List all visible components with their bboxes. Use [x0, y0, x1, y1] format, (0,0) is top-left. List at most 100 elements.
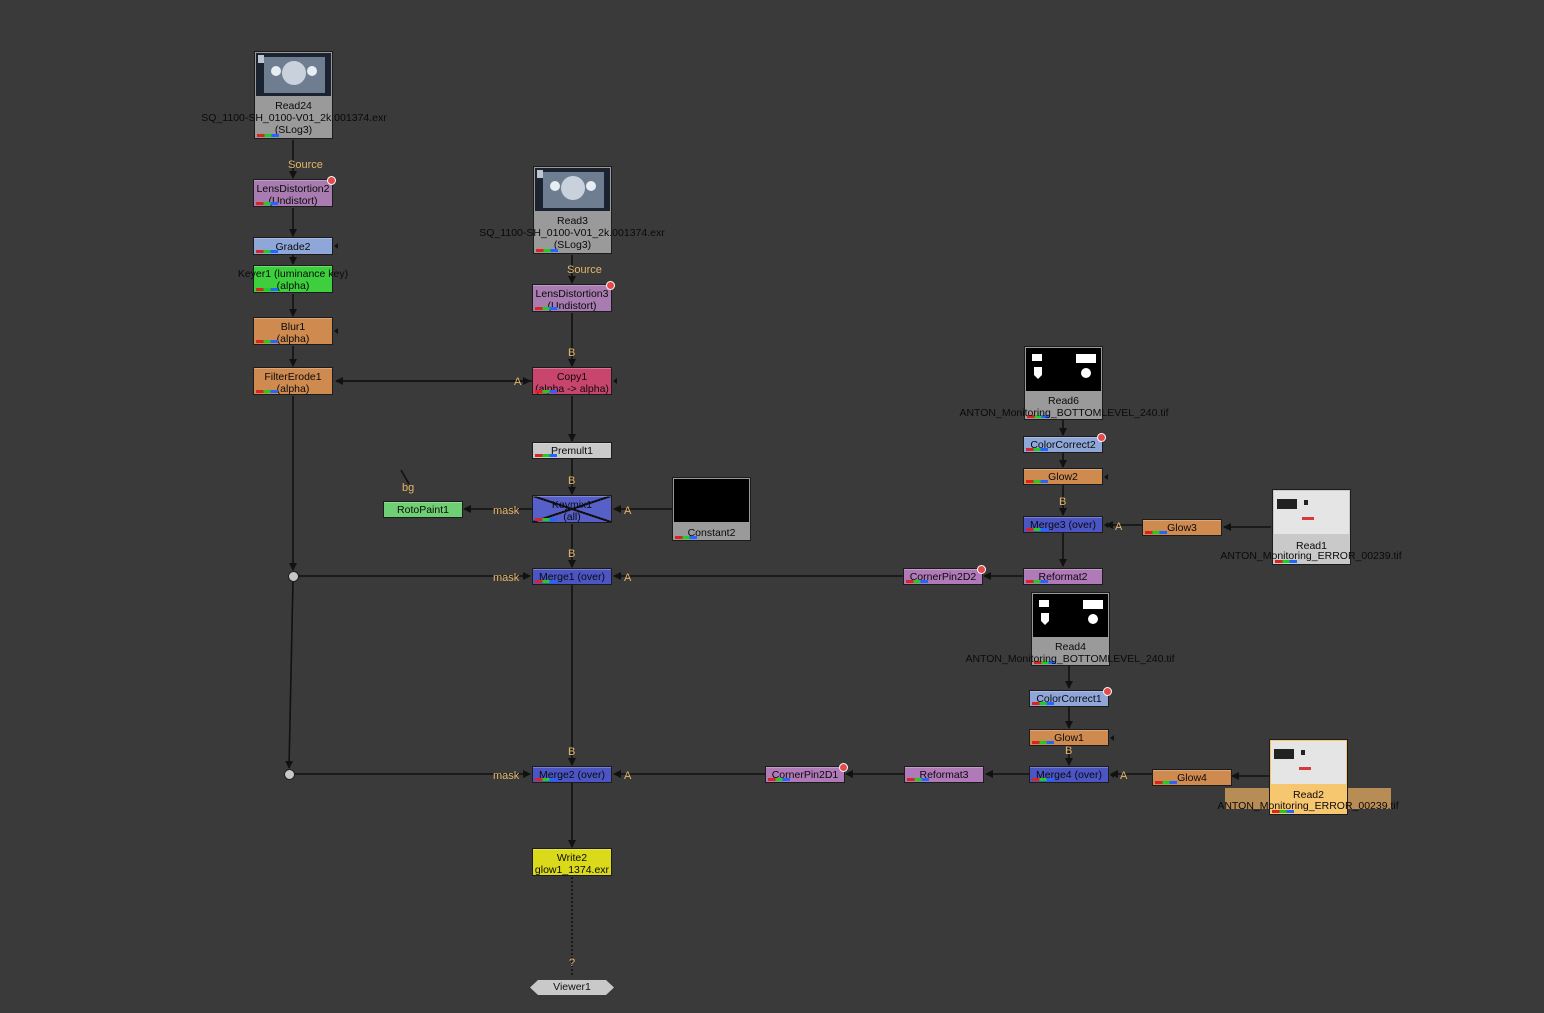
merge3-node[interactable]: Merge3 (over) — [1023, 516, 1108, 533]
colorcorrect1-modified-indicator — [1103, 687, 1112, 696]
glow4-label: Glow4 — [1177, 772, 1207, 784]
copy1-mask-input[interactable] — [613, 378, 617, 384]
premult1-channel-bar — [535, 454, 557, 457]
glow2-channel-bar — [1026, 480, 1048, 483]
read6-node[interactable]: Read6 — [1024, 346, 1103, 420]
glow1-label: Glow1 — [1054, 732, 1084, 744]
glow2-mask-input[interactable] — [1104, 473, 1108, 480]
viewer1-node[interactable]: Viewer1 — [530, 980, 614, 995]
merge4-b-label: B — [1065, 745, 1073, 757]
premult1-node[interactable]: Premult1 — [532, 442, 612, 459]
rotopaint1-label: RotoPaint1 — [397, 504, 449, 516]
copy1-label: Copy1 — [556, 371, 588, 383]
keymix1-node[interactable]: Keymix1 (all) — [532, 495, 612, 523]
filtererode1-label2: (alpha) — [276, 383, 310, 395]
lensdistortion2-channel-bar — [256, 202, 278, 205]
read3-thumbnail — [535, 168, 610, 211]
read1-node[interactable]: Read1 — [1272, 489, 1351, 565]
merge2-mask-label: mask — [493, 770, 520, 782]
read4-node[interactable]: Read4 — [1031, 592, 1110, 666]
read6-thumbnail — [1026, 348, 1101, 391]
merge3-mask-input[interactable] — [1104, 521, 1108, 528]
rotopaint1-bg-label: bg — [402, 482, 415, 494]
merge2-b-label: B — [568, 746, 576, 758]
constant2-node[interactable]: Constant2 — [672, 477, 751, 541]
merge2-node[interactable]: Merge2 (over) — [532, 766, 612, 783]
read24-channel-bar — [257, 134, 279, 137]
read1-thumbnail — [1274, 491, 1349, 534]
read2-node[interactable]: Read2 — [1269, 739, 1348, 815]
cornerpin2d2-node[interactable]: CornerPin2D2 — [903, 565, 986, 585]
cornerpin2d2-channel-bar — [906, 580, 928, 583]
blur1-channel-bar — [256, 340, 278, 343]
glow4-node[interactable]: Glow4 — [1152, 769, 1232, 786]
cornerpin2d2-label: CornerPin2D2 — [909, 571, 977, 583]
glow1-node[interactable]: Glow1 — [1029, 729, 1114, 746]
read3-node[interactable]: Read3 (SLog3) — [533, 166, 612, 254]
blur1-label: Blur1 — [280, 321, 306, 333]
glow3-label: Glow3 — [1167, 522, 1197, 534]
filtererode1-node[interactable]: FilterErode1 (alpha) — [253, 367, 333, 395]
grade2-node[interactable]: Grade2 — [253, 237, 338, 255]
lensdistortion2-modified-indicator — [327, 176, 336, 185]
read24-node[interactable]: Read24 (SLog3) — [254, 51, 333, 139]
merge3-channel-bar — [1026, 528, 1048, 531]
glow3-node[interactable]: Glow3 — [1142, 519, 1222, 536]
merge3-a-label: A — [1115, 521, 1123, 533]
reformat2-node[interactable]: Reformat2 — [1023, 568, 1103, 585]
lensdistortion3-channel-bar — [535, 307, 557, 310]
keymix1-channel-bar — [535, 518, 557, 521]
read6-channel-bar — [1027, 415, 1049, 418]
viewer1-input-label: ? — [569, 957, 576, 969]
constant2-label: Constant2 — [687, 527, 736, 539]
read4-channel-bar — [1034, 661, 1056, 664]
reformat3-node[interactable]: Reformat3 — [904, 766, 984, 783]
read4-thumbnail — [1033, 594, 1108, 637]
pipe-dot1-dot2 — [285, 579, 294, 769]
merge2-channel-bar — [535, 778, 557, 781]
merge4-node[interactable]: Merge4 (over) — [1029, 766, 1114, 783]
dot-1[interactable] — [288, 571, 299, 582]
read24-thumbnail — [256, 53, 331, 96]
keymix1-label: Keymix1 — [551, 499, 593, 511]
colorcorrect1-node[interactable]: ColorCorrect1 — [1029, 687, 1112, 707]
read1-channel-bar — [1275, 560, 1297, 563]
cornerpin2d1-label: CornerPin2D1 — [771, 769, 839, 781]
cornerpin2d1-modified-indicator — [839, 763, 848, 772]
blur1-mask-input[interactable] — [334, 328, 338, 334]
read6-file: ANTON_Monitoring_BOTTOMLEVEL_240.tif — [959, 407, 1169, 419]
copy1-node[interactable]: Copy1 (alpha -> alpha) — [532, 367, 617, 395]
dot-2[interactable] — [284, 769, 295, 780]
merge1-node[interactable]: Merge1 (over) — [532, 568, 612, 585]
colorcorrect2-node[interactable]: ColorCorrect2 — [1023, 433, 1106, 453]
merge4-mask-input[interactable] — [1110, 771, 1114, 778]
reformat2-label: Reformat2 — [1038, 571, 1088, 583]
grade2-mask-input[interactable] — [334, 243, 338, 249]
merge4-a-label: A — [1120, 770, 1128, 782]
read2-channel-bar — [1272, 810, 1294, 813]
glow2-node[interactable]: Glow2 — [1023, 468, 1108, 485]
premult1-label: Premult1 — [550, 445, 593, 457]
merge3-b-label: B — [1059, 496, 1067, 508]
keyer1-node[interactable]: Keyer1 (luminance key) (alpha) — [238, 265, 348, 293]
merge1-b-label: B — [568, 548, 576, 560]
write2-node[interactable]: Write2 glow1_1374.exr — [532, 848, 612, 876]
read1-name: Read1 — [1296, 540, 1327, 552]
cornerpin2d1-node[interactable]: CornerPin2D1 — [765, 763, 848, 783]
lensdistortion3-node[interactable]: LensDistortion3 (Undistort) — [532, 281, 615, 312]
merge1-channel-bar — [535, 580, 557, 583]
rotopaint1-node[interactable]: RotoPaint1 — [383, 501, 463, 518]
read2-file: ANTON_Monitoring_ERROR_00239.tif — [1217, 800, 1399, 812]
colorcorrect2-channel-bar — [1026, 448, 1048, 451]
blur1-label2: (alpha) — [276, 333, 310, 345]
blur1-node[interactable]: Blur1 (alpha) — [253, 317, 338, 345]
cornerpin2d1-channel-bar — [768, 778, 790, 781]
merge1-a-label: A — [624, 572, 632, 584]
constant2-channel-bar — [675, 536, 697, 539]
glow1-mask-input[interactable] — [1110, 734, 1114, 741]
write2-label: Write2 — [556, 852, 588, 864]
merge4-label: Merge4 (over) — [1036, 769, 1102, 781]
lensdistortion2-node[interactable]: LensDistortion2 (Undistort) — [253, 176, 336, 207]
merge3-label: Merge3 (over) — [1030, 519, 1096, 531]
